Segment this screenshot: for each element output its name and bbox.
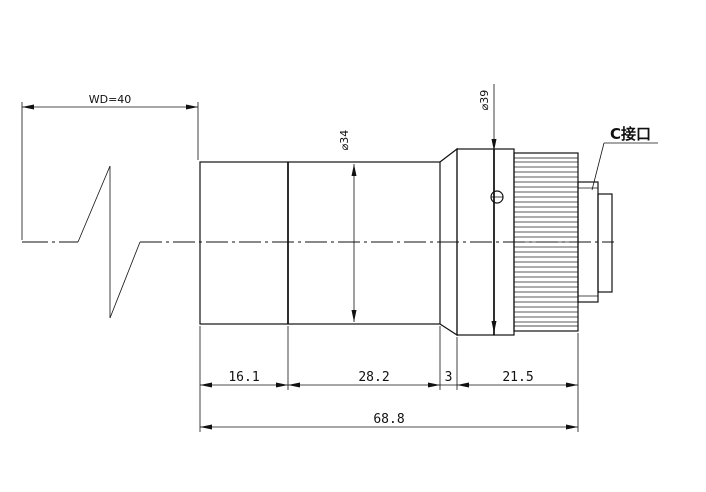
dim-seg-2: 28.2 <box>358 370 389 385</box>
knurl-pattern <box>514 161 578 323</box>
mount-callout: C接口 <box>591 125 658 191</box>
dia-34-dimension: ⌀34 <box>338 130 357 322</box>
dia-34-label: ⌀34 <box>338 130 351 151</box>
lens-body <box>199 147 613 337</box>
dia-39-label: ⌀39 <box>478 90 491 111</box>
dim-seg-1: 16.1 <box>228 370 259 385</box>
dia-39-dimension: ⌀39 <box>478 84 497 333</box>
dim-seg-3: 3 <box>445 370 453 385</box>
wd-dimension: WD=40 <box>21 93 199 240</box>
wd-break-line <box>22 165 141 319</box>
segment-dimensions: 16.1 28.2 3 21.5 <box>199 326 579 432</box>
wd-label: WD=40 <box>89 93 132 106</box>
dim-total: 68.8 <box>373 412 404 427</box>
dim-seg-4: 21.5 <box>502 370 533 385</box>
mount-label: C接口 <box>610 125 651 143</box>
total-dimension: 68.8 <box>200 412 578 430</box>
